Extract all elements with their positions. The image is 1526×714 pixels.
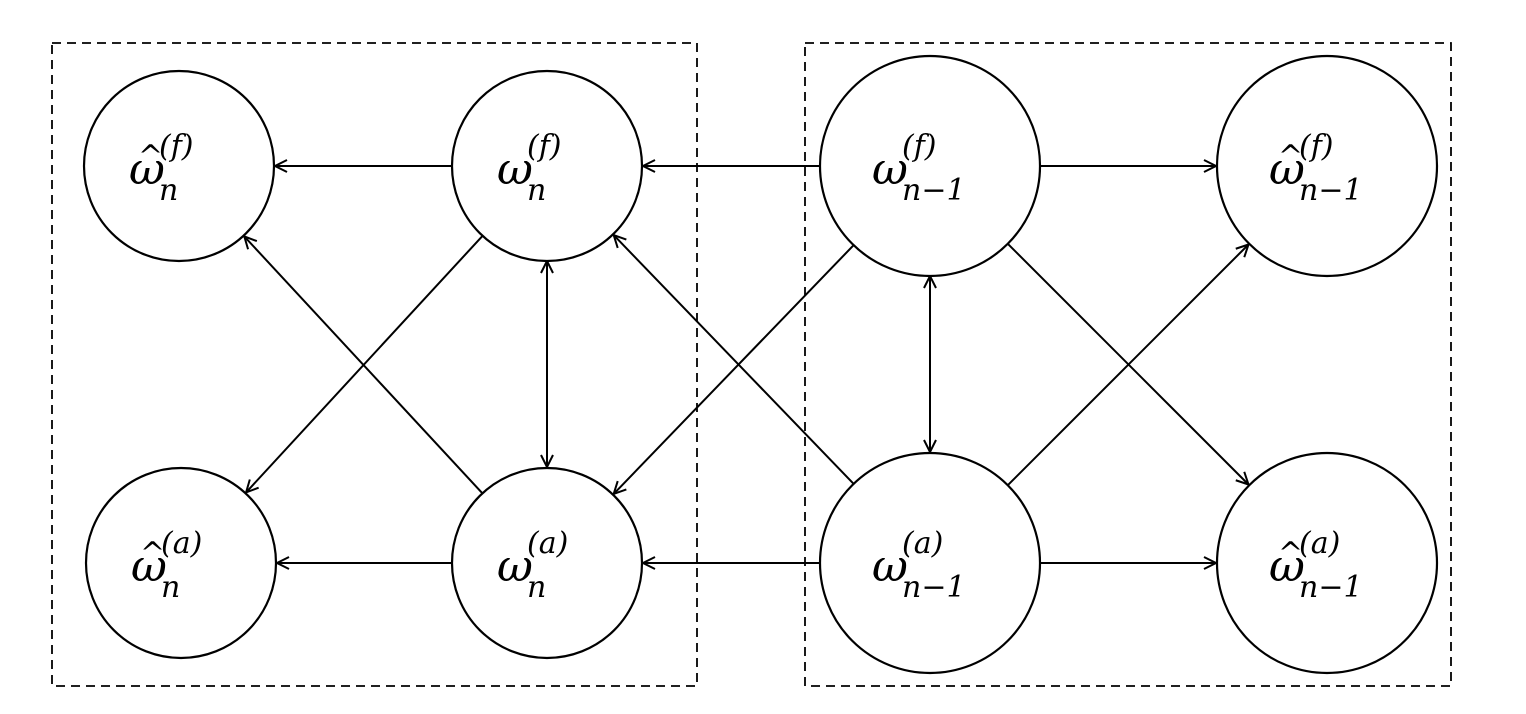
edge-omega-n-a-to-hat-omega-n-f <box>244 236 484 494</box>
node-superscript: (f) <box>159 129 194 164</box>
node-subscript: n−1 <box>902 570 966 605</box>
node-superscript: (f) <box>902 129 937 164</box>
node-superscript: (a) <box>161 526 202 561</box>
node-superscript: (f) <box>1299 129 1334 164</box>
node-circle <box>450 69 644 263</box>
edges <box>244 166 1248 563</box>
node-hat-omega-n1-f: ω^(f) n−1 <box>1215 54 1439 278</box>
node-subscript: n <box>161 570 180 605</box>
node-hat: ^ <box>1278 139 1303 174</box>
node-hat: ^ <box>1278 536 1303 571</box>
node-circle <box>818 451 1042 675</box>
node-subscript: n <box>527 173 546 208</box>
node-superscript: (a) <box>1299 526 1340 561</box>
group-box-n <box>51 42 698 687</box>
node-symbol: ω <box>497 144 533 195</box>
node-subscript: n <box>527 570 546 605</box>
node-omega-n1-f: ω(f) n−1 <box>818 54 1042 278</box>
node-omega-n-a: ω(a) n <box>450 466 644 660</box>
edge-omega-n1-a-to-hat-omega-n1-f <box>1007 245 1249 486</box>
edge-omega-n1-a-to-omega-n-f <box>614 235 855 485</box>
node-subscript: n−1 <box>1299 173 1363 208</box>
node-superscript: (a) <box>527 526 568 561</box>
edge-omega-n1-f-to-omega-n-a <box>614 244 855 494</box>
node-symbol: ω <box>872 541 908 592</box>
node-subscript: n−1 <box>902 173 966 208</box>
node-hat: ^ <box>138 139 163 174</box>
node-symbol: ω <box>872 144 908 195</box>
node-subscript: n−1 <box>1299 570 1363 605</box>
node-circle <box>84 466 278 660</box>
node-circle <box>1215 451 1439 675</box>
node-circle <box>82 69 276 263</box>
node-circle <box>450 466 644 660</box>
group-box-n-minus-1 <box>804 42 1452 687</box>
node-hat: ^ <box>140 536 165 571</box>
node-superscript: (a) <box>902 526 943 561</box>
node-circle <box>818 54 1042 278</box>
node-symbol: ω <box>131 541 167 592</box>
node-symbol: ω <box>497 541 533 592</box>
node-hat-omega-n1-a: ω^(a) n−1 <box>1215 451 1439 675</box>
node-symbol: ω <box>1269 144 1305 195</box>
node-symbol: ω <box>129 144 165 195</box>
node-superscript: (f) <box>527 129 562 164</box>
node-hat-omega-n-a: ω^(a) n <box>84 466 278 660</box>
node-omega-n-f: ω(f) n <box>450 69 644 263</box>
node-circle <box>1215 54 1439 278</box>
node-symbol: ω <box>1269 541 1305 592</box>
edge-omega-n-f-to-hat-omega-n-a <box>246 235 484 493</box>
node-hat-omega-n-f: ω^(f) n <box>82 69 276 263</box>
node-omega-n1-a: ω(a) n−1 <box>818 451 1042 675</box>
node-subscript: n <box>159 173 178 208</box>
